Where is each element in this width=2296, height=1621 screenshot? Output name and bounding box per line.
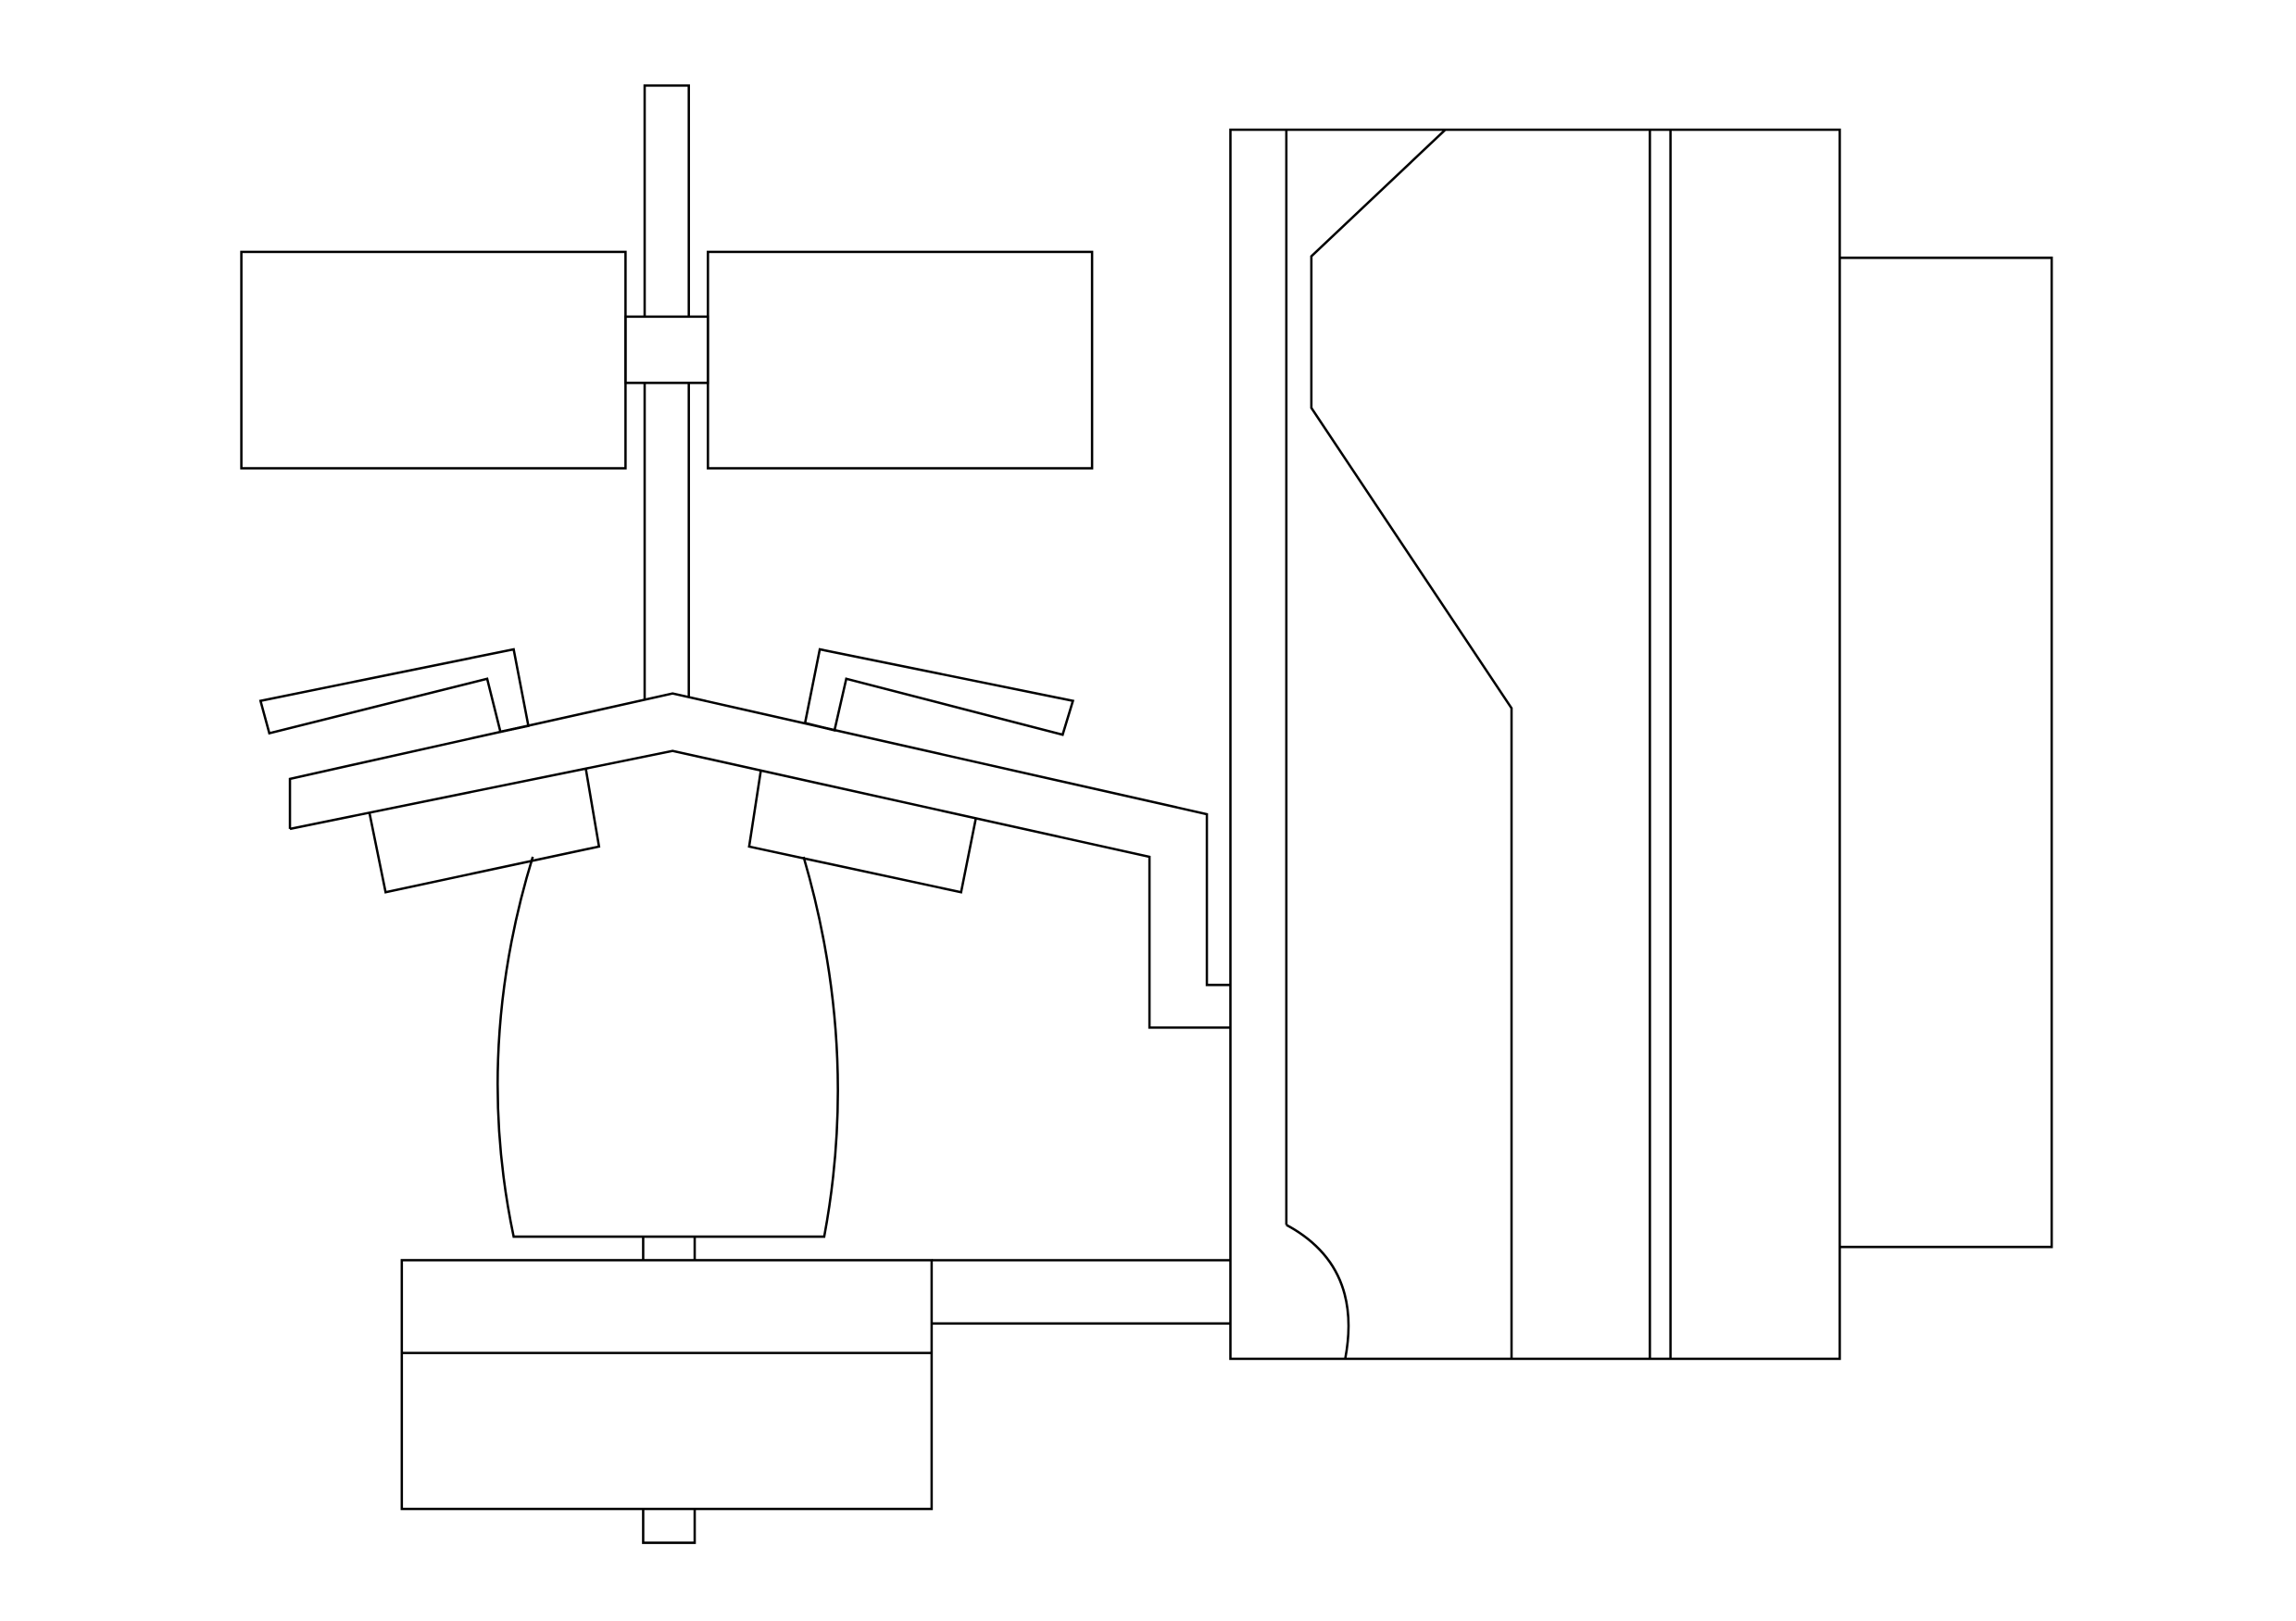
right-pad xyxy=(747,770,977,894)
mast-upper xyxy=(643,84,690,317)
large-box-profile xyxy=(1310,129,1513,1359)
left-panel xyxy=(240,250,627,470)
left-bracket xyxy=(258,647,530,735)
body xyxy=(496,856,839,1238)
arm-outer xyxy=(288,692,1231,986)
hub xyxy=(624,315,709,384)
arm-inner xyxy=(289,749,1231,1029)
right-panel xyxy=(707,250,1094,470)
large-box xyxy=(1229,128,1841,1361)
right-bracket xyxy=(803,647,1075,736)
lower-box xyxy=(400,1259,934,1511)
large-box-arc xyxy=(1286,1224,1350,1360)
lower-stem xyxy=(642,1509,696,1544)
right-box xyxy=(1839,257,2053,1249)
left-pad xyxy=(368,768,601,894)
